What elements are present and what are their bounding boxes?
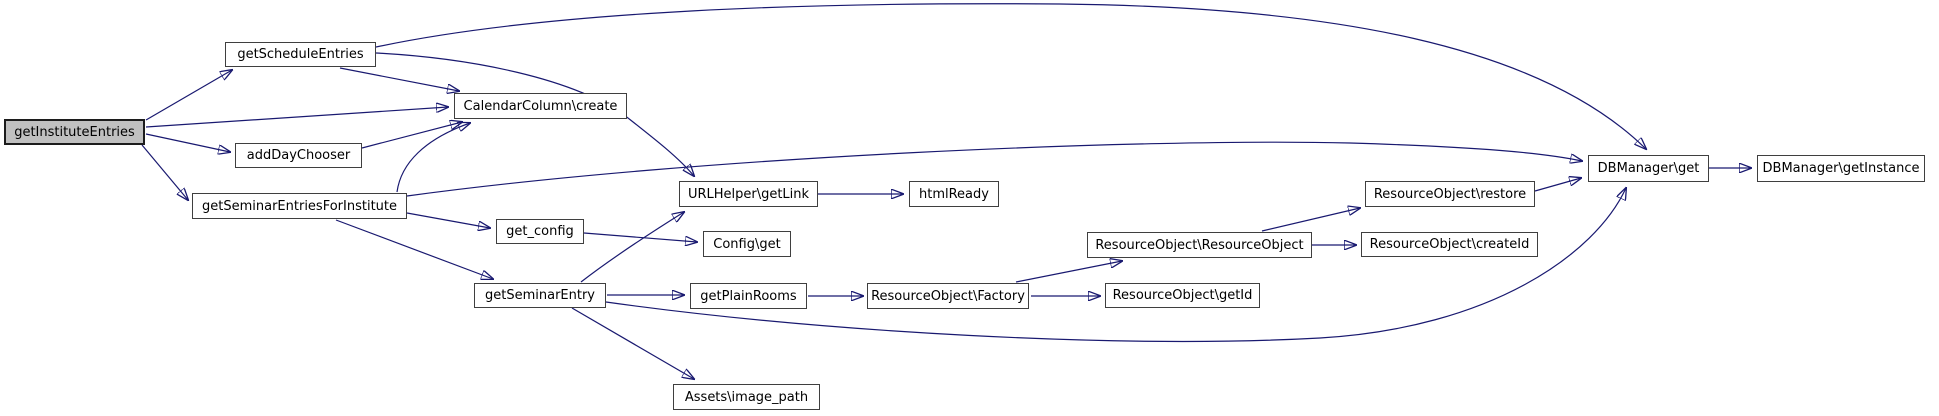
edge-resourceobject-resourceobject-to-resourceobject-restore: [1261, 208, 1360, 232]
edge-getinstituteentries-to-calendarcolumn-create: [145, 107, 448, 128]
node-dbmanager-getinstance[interactable]: DBManager\getInstance: [1757, 155, 1925, 182]
edge-getseminarentriesforinstitute-to-dbmanager-get: [406, 141, 1582, 197]
edge-getseminarentriesforinstitute-to-calendarcolumn-create: [396, 123, 470, 193]
node-html-ready[interactable]: htmlReady: [909, 181, 999, 207]
node-dbmanager-get[interactable]: DBManager\get: [1588, 155, 1709, 182]
node-resourceobject-createid[interactable]: ResourceObject\createId: [1361, 232, 1538, 257]
edge-getseminarentry-to-assets-image-path: [571, 307, 694, 379]
node-config-get[interactable]: Config\get: [703, 231, 791, 257]
edge-getseminarentriesforinstitute-to-get-config: [406, 212, 490, 228]
edge-getseminarentriesforinstitute-to-getseminarentry: [335, 219, 493, 279]
node-assets-image-path[interactable]: Assets\image_path: [673, 384, 820, 410]
edge-getscheduleentries-to-dbmanager-get: [375, 3, 1646, 149]
node-get-institute-entries: getInstituteEntries: [4, 119, 145, 145]
edge-get-config-to-config-get: [583, 232, 697, 242]
node-get-seminar-entries-for-institute[interactable]: getSeminarEntriesForInstitute: [192, 193, 407, 219]
edge-getseminarentry-to-dbmanager-get: [605, 188, 1626, 342]
node-add-day-chooser[interactable]: addDayChooser: [235, 143, 362, 168]
node-get-config[interactable]: get_config: [496, 219, 584, 244]
node-get-plain-rooms[interactable]: getPlainRooms: [690, 283, 807, 309]
node-resourceobject-restore[interactable]: ResourceObject\restore: [1365, 181, 1535, 207]
edge-getinstituteentries-to-getseminarentriesforinstitute: [141, 144, 188, 200]
edge-resourceobject-factory-to-resourceobject-resourceobject: [1015, 261, 1122, 283]
edge-adddaychooser-to-calendarcolumn-create: [361, 122, 462, 149]
edge-getseminarentry-to-urlhelper-getlink: [580, 212, 684, 283]
node-urlhelper-getlink[interactable]: URLHelper\getLink: [679, 181, 818, 207]
node-get-seminar-entry[interactable]: getSeminarEntry: [474, 283, 606, 308]
node-calendarcolumn-create[interactable]: CalendarColumn\create: [454, 93, 627, 119]
edge-getinstituteentries-to-adddaychooser: [145, 133, 230, 152]
node-resourceobject-getid[interactable]: ResourceObject\getId: [1105, 283, 1260, 308]
node-resourceobject-resourceobject[interactable]: ResourceObject\ResourceObject: [1087, 232, 1312, 258]
edge-getscheduleentries-to-calendarcolumn-create: [339, 67, 459, 91]
edge-getinstituteentries-to-getscheduleentries: [145, 70, 232, 121]
edge-resourceobject-restore-to-dbmanager-get: [1534, 178, 1581, 192]
node-resourceobject-factory[interactable]: ResourceObject\Factory: [867, 283, 1029, 309]
node-get-schedule-entries[interactable]: getScheduleEntries: [225, 42, 376, 67]
